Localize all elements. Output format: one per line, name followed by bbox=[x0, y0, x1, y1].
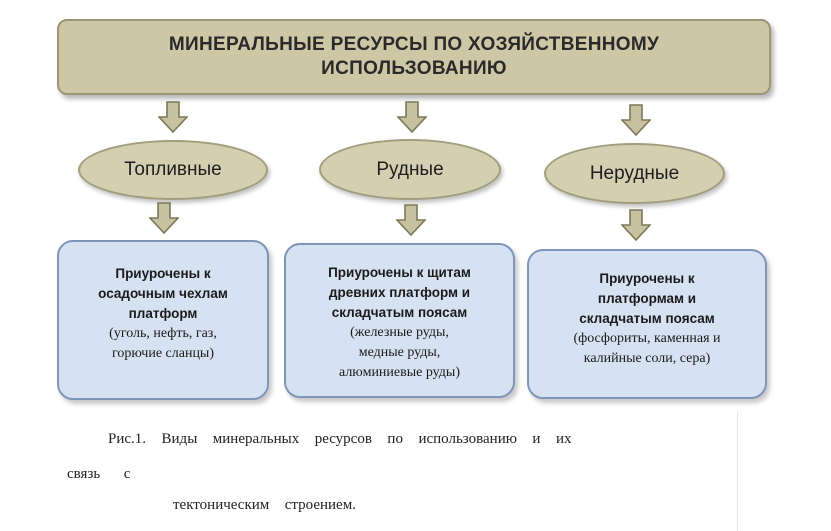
card-description: Приурочены к щитам древних платформ и ск… bbox=[328, 265, 471, 320]
card-examples: (уголь, нефть, газ, горючие сланцы) bbox=[109, 326, 217, 361]
figure-caption-line2: связь с bbox=[67, 466, 131, 482]
page-border bbox=[737, 412, 738, 531]
figure-caption-line3: тектоническим строением. bbox=[173, 497, 356, 513]
category-label: Нерудные bbox=[589, 162, 680, 184]
figure-caption-line1: Рис.1. Виды минеральных ресурсов по испо… bbox=[108, 431, 572, 447]
arrow-down-icon bbox=[397, 101, 427, 133]
category-ellipse-fuel: Топливные bbox=[78, 140, 268, 200]
arrow-down-icon bbox=[621, 209, 651, 241]
category-card-nonmetallic: Приурочены к платформам и складчатым поя… bbox=[527, 249, 767, 399]
diagram-title-box: МИНЕРАЛЬНЫЕ РЕСУРСЫ ПО ХОЗЯЙСТВЕННОМУ ИС… bbox=[57, 19, 771, 95]
diagram: МИНЕРАЛЬНЫЕ РЕСУРСЫ ПО ХОЗЯЙСТВЕННОМУ ИС… bbox=[57, 19, 771, 400]
card-examples: (железные руды, медные руды, алюминиевые… bbox=[338, 325, 460, 380]
category-label: Рудные bbox=[376, 158, 444, 180]
card-description: Приурочены к платформам и складчатым поя… bbox=[579, 271, 715, 326]
diagram-title: МИНЕРАЛЬНЫЕ РЕСУРСЫ ПО ХОЗЯЙСТВЕННОМУ ИС… bbox=[168, 34, 660, 79]
arrow-down-icon bbox=[396, 204, 426, 236]
card-description: Приурочены к осадочным чехлам платформ bbox=[98, 266, 228, 321]
category-ellipse-ore: Рудные bbox=[319, 139, 501, 200]
arrow-down-icon bbox=[149, 202, 179, 234]
category-ellipse-nonmetallic: Нерудные bbox=[544, 143, 725, 204]
card-examples: (фосфориты, каменная и калийные соли, се… bbox=[573, 331, 721, 366]
category-card-ore: Приурочены к щитам древних платформ и ск… bbox=[284, 243, 515, 398]
category-card-fuel: Приурочены к осадочным чехлам платформ (… bbox=[57, 240, 269, 400]
arrow-down-icon bbox=[621, 104, 651, 136]
category-label: Топливные bbox=[124, 159, 222, 180]
arrow-down-icon bbox=[158, 101, 188, 133]
